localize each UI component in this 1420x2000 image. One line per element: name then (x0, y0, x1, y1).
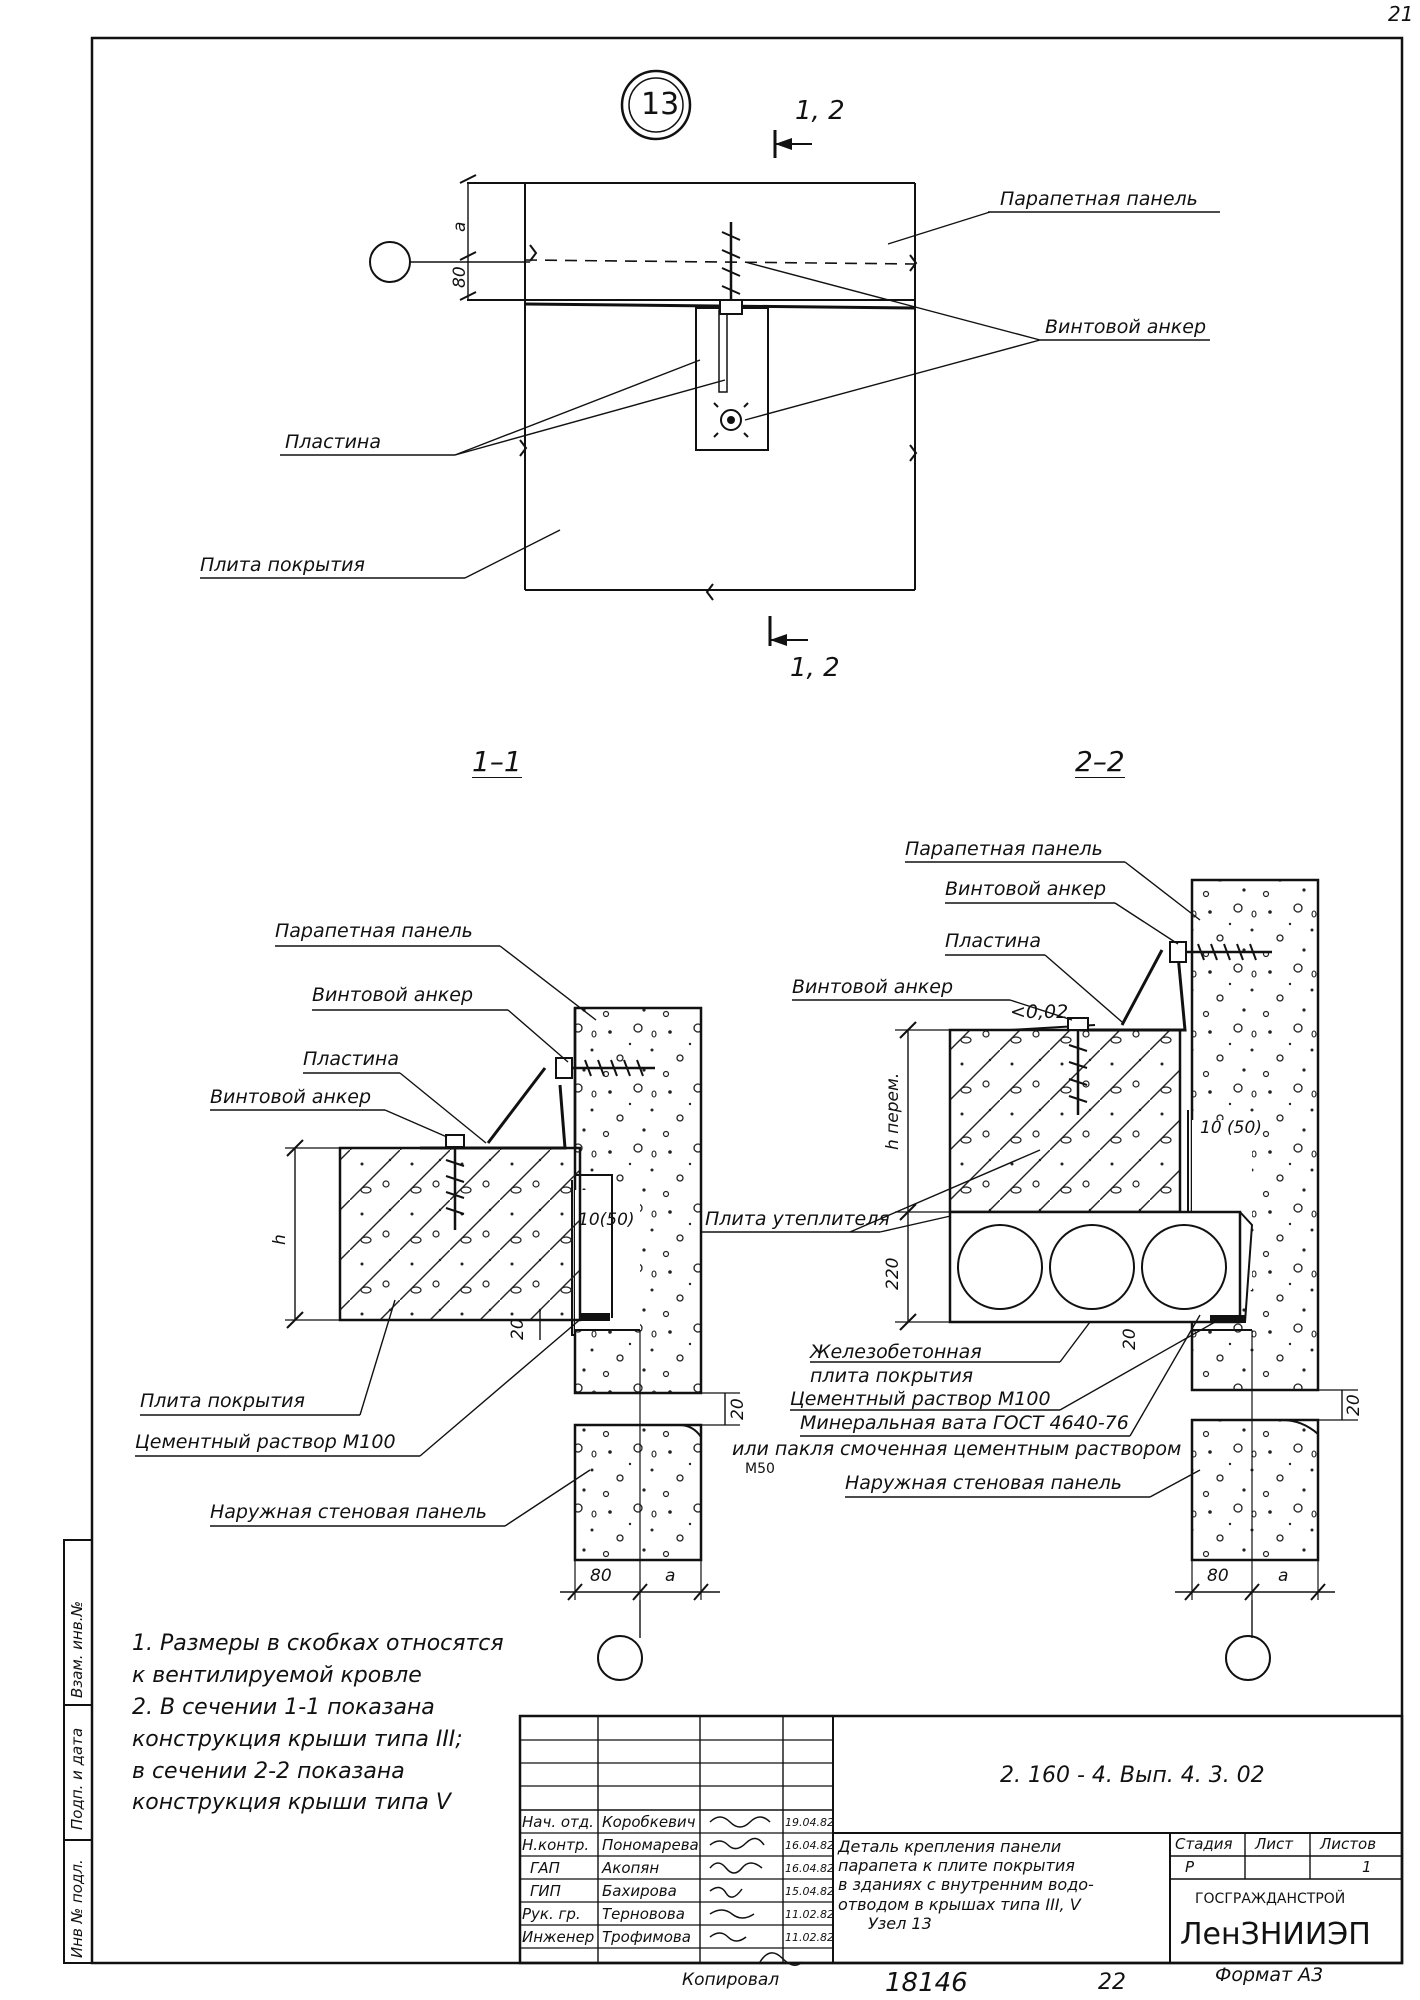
s2-label-rc-slab-2: плита покрытия (810, 1365, 974, 1387)
page-number: 21 (1388, 2, 1414, 26)
drawing-description: Деталь крепления панели парапета к плите… (838, 1837, 1094, 1933)
drawing-code: 2. 160 - 4. Вып. 4. 3. 02 (1000, 1763, 1265, 1788)
s1-label-parapet-panel: Парапетная панель (275, 920, 473, 942)
description-line: отводом в крышах типа III, V (838, 1894, 1081, 1914)
s2-label-parapet-panel: Парапетная панель (905, 838, 1103, 860)
s2-dim-220: 220 (883, 1257, 903, 1290)
s2-label-slope: <0,02 (1010, 1001, 1069, 1023)
s1-label-screw-anchor: Винтовой анкер (210, 1086, 371, 1108)
note-line: конструкция крыши типа III; (132, 1726, 463, 1752)
staff-name: Бахирова (602, 1882, 677, 1900)
s2-label-m50: М50 (745, 1461, 775, 1477)
staff-role: ГИП (530, 1882, 561, 1900)
staff-date: 19.04.82 (785, 1816, 834, 1829)
staff-name: Трофимова (602, 1928, 691, 1946)
s2-dim-20b: 20 (1344, 1394, 1364, 1416)
staff-date: 11.02.82 (785, 1931, 834, 1944)
plan-label-roof-slab: Плита покрытия (200, 554, 365, 576)
stage-value: Р (1185, 1858, 1195, 1876)
copy-number: 18146 (885, 1968, 968, 1998)
description-line: Деталь крепления панели (838, 1837, 1062, 1856)
org-ministry: ГОСГРАЖДАНСТРОЙ (1195, 1891, 1346, 1907)
s2-label-outer-wall-panel: Наружная стеновая панель (845, 1472, 1122, 1494)
format-label: Формат А3 (1215, 1964, 1324, 1986)
stamp-inv-replaced: Взам. инв.№ (68, 1600, 86, 1698)
sheet-header: Лист (1255, 1835, 1294, 1853)
staff-name: Пономарева (602, 1836, 699, 1854)
staff-role: Рук. гр. (522, 1905, 581, 1923)
s1-dim-gap: 10(50) (578, 1210, 635, 1230)
s1-label-roof-slab: Плита покрытия (140, 1390, 305, 1412)
notes: 1. Размеры в скобках относятся к вентили… (132, 1628, 504, 1819)
plan-label-screw-anchor: Винтовой анкер (1045, 316, 1206, 338)
s1-label-plate: Пластина (303, 1048, 400, 1070)
s1-label-outer-wall-panel: Наружная стеновая панель (210, 1501, 487, 1523)
s2-dim-80: 80 (1207, 1566, 1229, 1586)
stamp-inv-orig: Инв № подл. (68, 1859, 86, 1958)
s1-dim-a: a (665, 1566, 676, 1586)
s1-label-cement-mortar: Цементный раствор М100 (135, 1431, 396, 1453)
staff-date: 11.02.82 (785, 1908, 834, 1921)
plan-label-plate: Пластина (285, 431, 382, 453)
note-line: к вентилируемой кровле (132, 1662, 422, 1688)
s2-label-cement-mortar: Цементный раствор М100 (790, 1388, 1051, 1410)
s1-dim-20b: 20 (728, 1398, 748, 1420)
note-line: в сечении 2-2 показана (132, 1758, 405, 1784)
s2-label-screw-anchor: Винтовой анкер (792, 976, 953, 998)
note-line: конструкция крыши типа V (132, 1790, 451, 1816)
staff-name: Акопян (602, 1859, 660, 1877)
s1-dim-80: 80 (590, 1566, 612, 1586)
sheet-counter: 22 (1098, 1970, 1126, 1995)
staff-date: 16.04.82 (785, 1839, 834, 1852)
plan-dim-a: a (450, 221, 470, 232)
s1-dim-h: h (270, 1234, 290, 1245)
description-line: Узел 13 (868, 1913, 932, 1933)
note-line: 2. В сечении 1-1 показана (132, 1694, 435, 1720)
section-mark-top: 1, 2 (795, 96, 845, 126)
staff-role: Инженер (522, 1928, 595, 1946)
s2-dim-a: a (1278, 1566, 1289, 1586)
s2-dim-gap: 10 (50) (1200, 1118, 1262, 1138)
staff-date: 16.04.82 (785, 1862, 834, 1875)
staff-name: Терновова (602, 1905, 685, 1923)
s2-label-rc-slab-1: Железобетонная (810, 1341, 982, 1363)
staff-role: ГАП (530, 1859, 560, 1877)
s2-label-plate: Пластина (945, 930, 1042, 952)
note-line: 1. Размеры в скобках относятся (132, 1631, 504, 1656)
node-number: 13 (641, 87, 680, 122)
stage-header: Стадия (1175, 1835, 1233, 1853)
section-1-title: 1–1 (472, 745, 522, 778)
s2-label-or-oakum: или пакля смоченная цементным раствором (732, 1438, 1182, 1460)
s2-dim-20: 20 (1120, 1328, 1140, 1350)
staff-role: Н.контр. (522, 1836, 590, 1854)
plan-dim-80: 80 (450, 266, 470, 288)
s2-label-mineral-wool: Минеральная вата ГОСТ 4640-76 (800, 1412, 1129, 1434)
section-2-title: 2–2 (1075, 745, 1125, 778)
plan-label-parapet-panel: Парапетная панель (1000, 188, 1198, 210)
staff-name: Коробкевич (602, 1813, 696, 1831)
section-mark-bottom: 1, 2 (790, 653, 840, 683)
description-line: парапета к плите покрытия (838, 1856, 1075, 1876)
sheets-header: Листов (1320, 1835, 1377, 1853)
sheets-value: 1 (1362, 1858, 1372, 1876)
s1-dim-20: 20 (508, 1318, 528, 1340)
stamp-sign-date: Подп. и дата (68, 1727, 86, 1830)
staff-date: 15.04.82 (785, 1885, 834, 1898)
description-line: в зданиях с внутренним водо- (838, 1875, 1094, 1895)
staff-role: Нач. отд. (522, 1813, 594, 1831)
org-institute: ЛенЗНИИЭП (1180, 1917, 1371, 1952)
s2-label-screw-anchor-top: Винтовой анкер (945, 878, 1106, 900)
s2-dim-h-var: h перем. (883, 1072, 903, 1150)
s2-label-insulation-slab: Плита утеплителя (705, 1208, 890, 1230)
copied-by: Копировал (682, 1970, 780, 1990)
s1-label-screw-anchor-top: Винтовой анкер (312, 984, 473, 1006)
